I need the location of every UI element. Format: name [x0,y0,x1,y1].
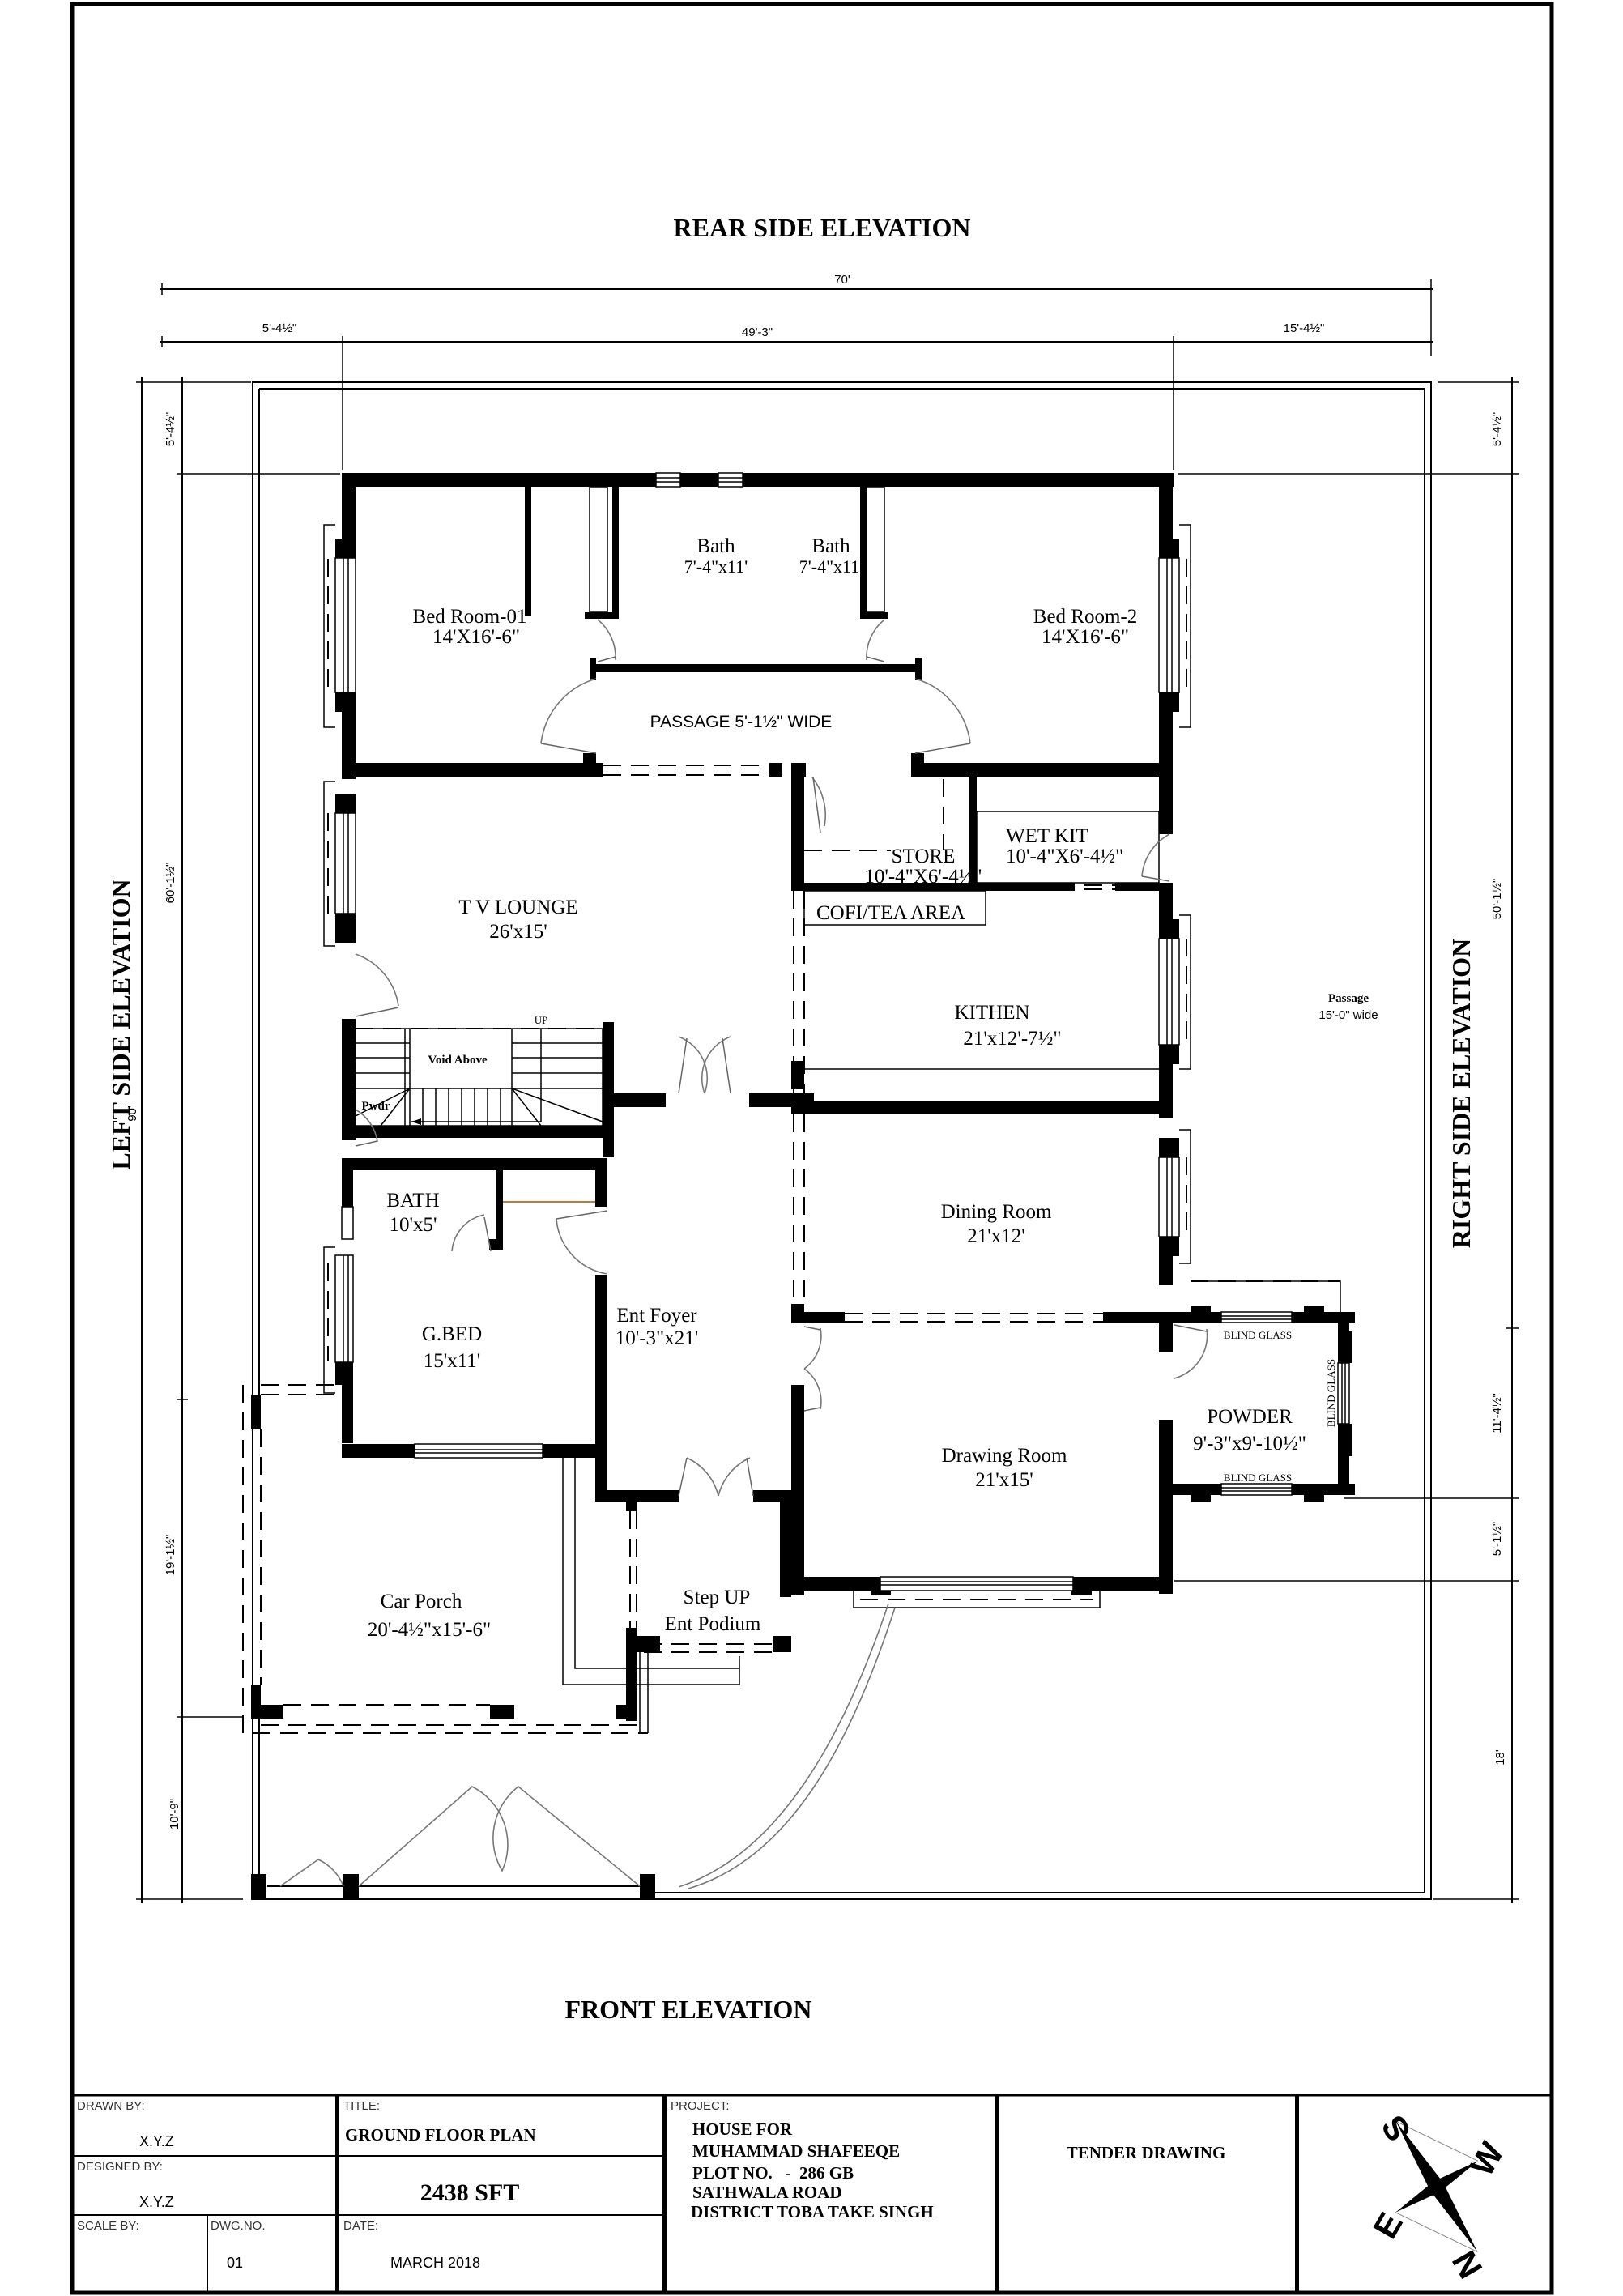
dim-right-1: 5'-4½" [1490,412,1504,446]
sheet-border [70,2,1554,2295]
project-line-1: HOUSE FOR [692,2119,793,2139]
dim-top-left: 5'-4½" [262,322,296,335]
window-shades [323,524,1191,1608]
designed-by-label: DESIGNED BY: [77,2160,163,2174]
bed1-size: 14'X16'-6" [432,626,520,648]
bath2-name: Bath [812,535,850,557]
left-elevation-label: LEFT SIDE ELEVATION [106,879,135,1169]
drawing-size: 21'x15' [975,1469,1033,1491]
dim-left-3: 19'-1½" [164,1535,177,1576]
designed-by-value: X.Y.Z [139,2194,174,2210]
bath3-size: 10'x5' [389,1214,437,1236]
gbed-size: 15'x11' [424,1350,481,1372]
compass-w: W [1462,2136,1511,2183]
dim-left-2: 60'-1½" [164,863,177,904]
date-label: DATE: [343,2219,378,2233]
dim-left-total: 90' [126,1105,139,1122]
bed2-size: 14'X16'-6" [1042,626,1129,648]
dim-top-mid: 49'-3" [742,326,773,339]
podium-name2: Ent Podium [665,1613,761,1635]
dim-left-1: 5'-4½" [164,412,177,446]
title-block: DRAWN BY: X.Y.Z DESIGNED BY: X.Y.Z SCALE… [72,2094,1552,2293]
project-line-5: DISTRICT TOBA TAKE SINGH [691,2202,934,2221]
dim-top-right: 15'-4½" [1284,322,1325,335]
bath1-name: Bath [696,535,735,557]
staircase [355,1028,603,1127]
podium-name: Step UP [684,1587,751,1608]
dim-right-3: 11'-4½" [1490,1393,1504,1433]
powder-glass-bottom: BLIND GLASS [1224,1472,1292,1484]
store-name: STORE [892,846,956,867]
side-passage-name: Passage [1328,992,1369,1005]
right-dimensions: 5'-4½" 50'-1½" 11'-4½" 5'-1½" 18' [1174,377,1519,1903]
dim-top-total: 70' [834,273,850,287]
right-elevation-label: RIGHT SIDE ELEVATION [1446,939,1476,1248]
dining-size: 21'x12' [967,1225,1025,1247]
foyer-name: Ent Foyer [616,1305,697,1327]
stair-up-label: UP [535,1014,548,1026]
project-line-4: SATHWALA ROAD [692,2183,842,2202]
dwg-no-label: DWG.NO. [211,2219,266,2233]
kitchen-name: KITHEN [954,1002,1029,1024]
cofi-tea-label: COFI/TEA AREA [816,902,965,924]
compass-e: E [1365,2206,1410,2245]
drawn-by-label: DRAWN BY: [77,2099,145,2113]
date-value: MARCH 2018 [390,2255,480,2271]
dim-right-4: 5'-1½" [1490,1522,1504,1556]
drawn-by-value: X.Y.Z [139,2133,174,2149]
wetkit-name: WET KIT [1006,825,1088,847]
pwdr-label: Pwdr [362,1100,390,1113]
powder-name: POWDER [1207,1406,1293,1428]
title-label: TITLE: [343,2099,380,2113]
project-label: PROJECT: [671,2099,730,2113]
void-above-label: Void Above [428,1054,488,1067]
drawing-name: Drawing Room [942,1445,1067,1467]
dim-left-4: 10'-9" [168,1799,181,1830]
compass-n: N [1445,2244,1490,2285]
store-size: 10'-4"X6'-4½" [864,866,982,888]
bed1-name: Bed Room-01 [413,606,527,628]
compass-icon: S W E N [1365,2109,1511,2285]
tvlounge-name: T V LOUNGE [458,897,577,918]
wetkit-size: 10'-4"X6'-4½" [1006,846,1123,867]
bath3-name: BATH [386,1190,439,1212]
project-line-3: PLOT NO. - 286 GB [692,2163,854,2183]
dashed-openings [242,765,1341,1734]
dwg-no-value: 01 [227,2255,243,2271]
dining-name: Dining Room [941,1201,1052,1223]
bath1-size: 7'-4"x11' [684,556,748,577]
foyer-size: 10'-3"x21' [616,1327,699,1349]
kitchen-size: 21'x12'-7½" [963,1028,1061,1050]
site-boundary [252,381,1432,1900]
rear-elevation-label: REAR SIDE ELEVATION [674,213,971,242]
doors [279,619,1208,1889]
front-elevation-label: FRONT ELEVATION [565,1995,812,2024]
left-dimensions: 90' 5'-4½" 60'-1½" 19'-1½" 10'-9" [126,377,340,1903]
project-line-2: MUHAMMAD SHAFEEQE [692,2141,900,2161]
walls [251,473,1355,1900]
top-dimensions: 70' 5'-4½" 49'-3" 15'-4½" [160,273,1433,470]
tvlounge-size: 26'x15' [489,921,547,943]
powder-glass-top: BLIND GLASS [1224,1329,1292,1341]
room-labels: Bed Room-01 14'X16'-6" Bath 7'-4"x11' Ba… [362,535,1378,1641]
carporch-size: 20'-4½"x15'-6" [368,1619,491,1641]
fixtures [267,486,1160,1887]
status-label: TENDER DRAWING [1067,2143,1226,2162]
bed2-name: Bed Room-2 [1033,606,1137,628]
powder-glass-side: BLIND GLASS [1325,1359,1337,1427]
passage-label: PASSAGE 5'-1½" WIDE [650,713,833,731]
gbed-name: G.BED [422,1323,482,1345]
carporch-name: Car Porch [381,1591,462,1612]
bath2-size: 7'-4"x11' [799,556,863,577]
drawing-title: GROUND FLOOR PLAN [345,2125,536,2145]
scale-by-label: SCALE BY: [77,2219,139,2233]
dim-right-2: 50'-1½" [1490,879,1504,920]
area-value: 2438 SFT [420,2179,520,2206]
dim-right-5: 18' [1493,1749,1507,1766]
side-passage-size: 15'-0" wide [1318,1008,1378,1022]
windows [334,472,1350,1591]
powder-size: 9'-3"x9'-10½" [1193,1433,1306,1455]
